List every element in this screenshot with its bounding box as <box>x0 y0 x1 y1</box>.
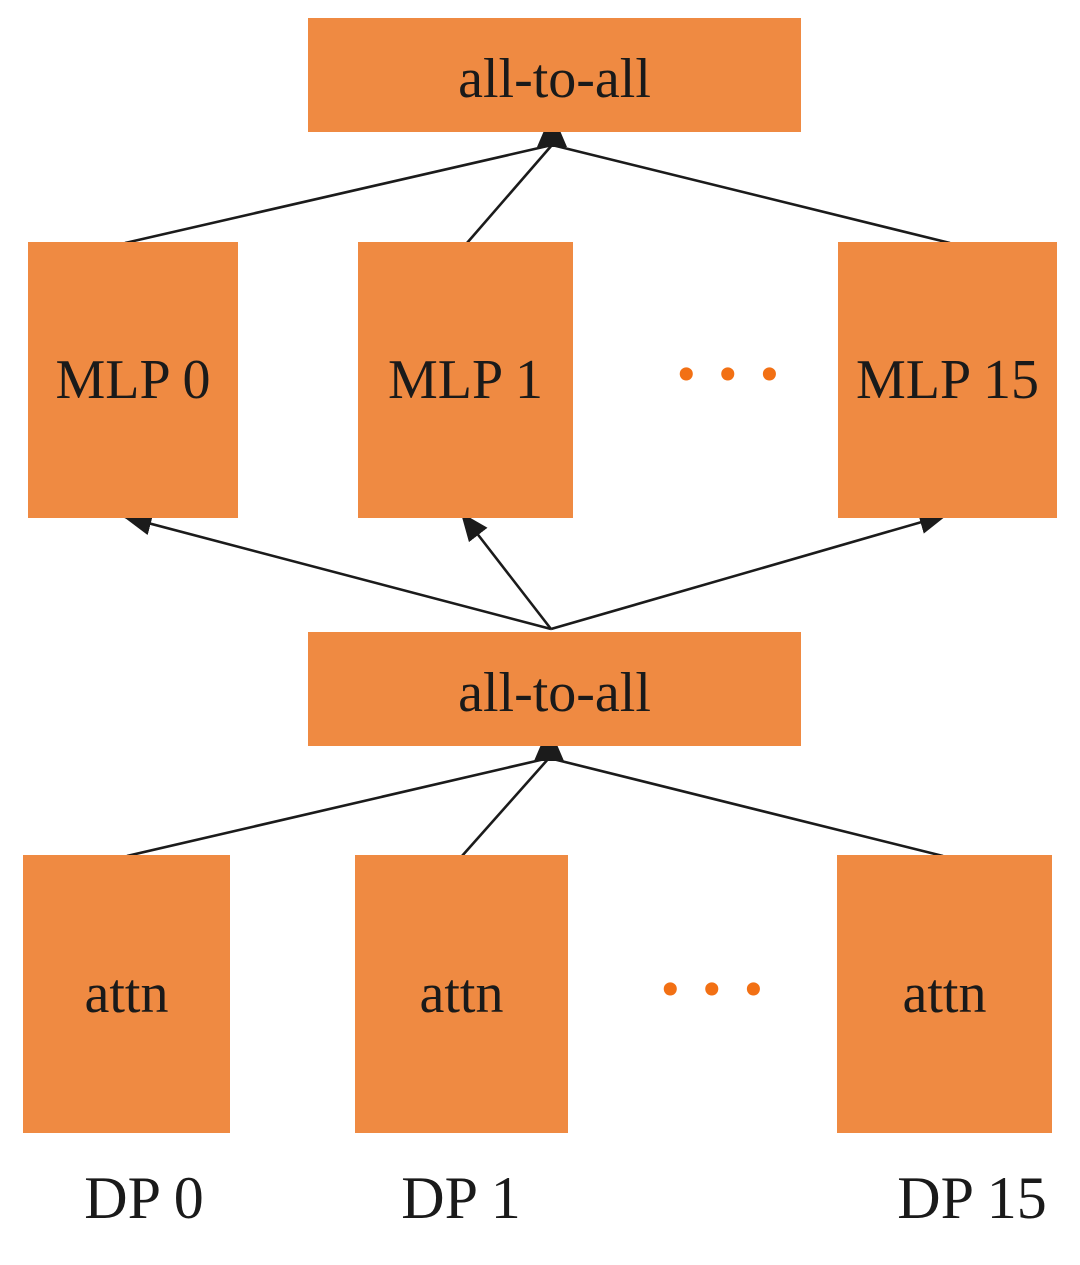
edge-mlp15-to-top-a2a <box>551 143 951 245</box>
node-mlp-0-label: MLP 0 <box>55 349 211 411</box>
edge-attn0-to-mid-a2a <box>126 756 550 858</box>
edge-mlp1-to-top-a2a <box>466 144 553 244</box>
edges-mid-all-to-all-to-mlp <box>122 511 948 631</box>
node-all-to-all-mid: all-to-all <box>308 632 801 746</box>
rank-label-dp-15: DP 15 <box>897 1165 1047 1231</box>
node-attn-1: attn <box>355 855 568 1133</box>
node-mlp-0: MLP 0 <box>28 242 238 518</box>
node-all-to-all-top-label: all-to-all <box>458 48 651 110</box>
edges-attn-to-mid-all-to-all <box>126 756 944 858</box>
node-attn-15-label: attn <box>902 963 987 1025</box>
node-mlp-15: MLP 15 <box>838 242 1057 518</box>
edge-mid-a2a-to-mlp1 <box>460 512 553 630</box>
node-attn-0: attn <box>23 855 230 1133</box>
edge-attn15-to-mid-a2a <box>548 756 944 858</box>
edge-attn1-to-mid-a2a <box>461 757 550 857</box>
ellipsis-icon-attn-row: ••• <box>657 964 782 1017</box>
node-attn-15: attn <box>837 855 1052 1133</box>
edge-mid-a2a-to-mlp0 <box>122 512 552 631</box>
node-attn-1-label: attn <box>419 963 504 1025</box>
edge-mlp0-to-top-a2a <box>124 143 553 245</box>
node-attn-0-label: attn <box>84 963 169 1025</box>
node-mlp-1: MLP 1 <box>358 242 573 518</box>
edge-mid-a2a-to-mlp15 <box>550 511 948 631</box>
node-mlp-15-label: MLP 15 <box>855 349 1040 411</box>
edges-mlp-to-top-all-to-all <box>124 143 951 245</box>
rank-label-dp-1: DP 1 <box>401 1165 521 1231</box>
ellipsis-icon-mlp-row: ••• <box>673 349 798 402</box>
node-all-to-all-top: all-to-all <box>308 18 801 132</box>
node-mlp-1-label: MLP 1 <box>387 349 544 411</box>
node-all-to-all-mid-label: all-to-all <box>458 662 651 724</box>
rank-label-dp-0: DP 0 <box>84 1165 204 1231</box>
